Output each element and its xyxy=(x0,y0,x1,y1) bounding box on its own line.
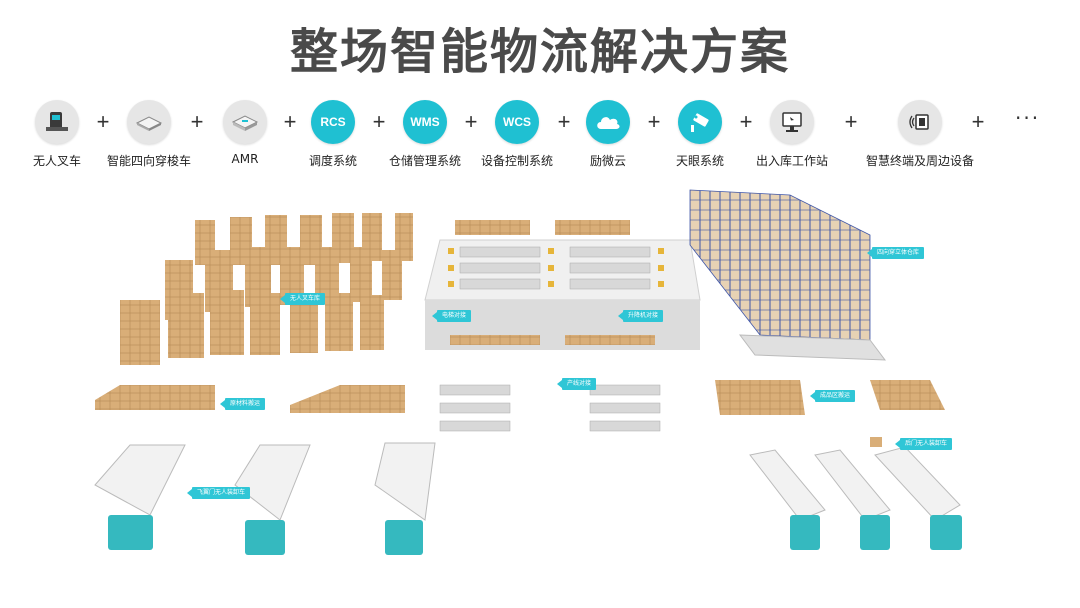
label-elevator-dock: 电梯对接 xyxy=(431,310,472,322)
plus-icon: + xyxy=(372,109,386,134)
fly-wing-trucks xyxy=(94,442,436,555)
plus-icon: + xyxy=(283,109,297,134)
terminal-device-icon xyxy=(898,100,942,144)
component-camera[interactable]: 天眼系统 xyxy=(640,100,760,169)
plus-icon: + xyxy=(647,109,661,134)
shuttle-car-icon xyxy=(127,100,171,144)
forklift-icon xyxy=(35,100,79,144)
component-label: 智能四向穿梭车 xyxy=(106,154,191,168)
label-finished-goods: 成品区搬运 xyxy=(809,390,856,402)
more-indicator: ··· xyxy=(1015,106,1041,130)
component-workstation[interactable]: 出入库工作站 xyxy=(732,100,852,169)
plus-icon: + xyxy=(96,109,110,134)
component-label: 仓储管理系统 xyxy=(388,154,461,168)
component-label: AMR xyxy=(231,152,259,166)
wms-icon: WMS xyxy=(403,100,447,144)
cloud-icon xyxy=(586,100,630,144)
component-label: 设备控制系统 xyxy=(480,154,553,168)
amr-robot-icon xyxy=(223,100,267,144)
component-shuttle-car[interactable]: 智能四向穿梭车 xyxy=(89,100,209,169)
component-forklift[interactable]: 无人叉车 xyxy=(0,100,117,169)
component-label: 出入库工作站 xyxy=(755,154,828,168)
label-fly-door-truck: 飞翼门无人装卸车 xyxy=(186,487,251,499)
component-wcs[interactable]: WCS 设备控制系统 xyxy=(457,100,577,169)
component-label: 调度系统 xyxy=(308,154,357,168)
workstation-icon xyxy=(770,100,814,144)
plus-icon: + xyxy=(557,109,571,134)
rear-door-trucks xyxy=(749,437,962,550)
plus-icon: + xyxy=(464,109,478,134)
rcs-icon: RCS xyxy=(311,100,355,144)
component-label: 无人叉车 xyxy=(32,154,81,168)
material-zone xyxy=(95,380,945,432)
component-wms[interactable]: WMS 仓储管理系统 xyxy=(365,100,485,169)
label-rear-door-truck: 后门无人装卸车 xyxy=(894,438,953,450)
component-terminal[interactable]: 智慧终端及周边设备 xyxy=(860,100,980,169)
plus-icon: + xyxy=(190,109,204,134)
warehouse-scene: 无人叉车库 电梯对接 升降机对接 四向穿立体仓库 原材料搬运 产线对接 成品区搬… xyxy=(0,185,1080,604)
plus-icon: + xyxy=(739,109,753,134)
label-material-conveyor: 原材料搬运 xyxy=(219,398,266,410)
four-way-shuttle-warehouse xyxy=(689,189,887,361)
component-rcs[interactable]: RCS 调度系统 xyxy=(273,100,393,169)
plus-icon: + xyxy=(971,109,985,134)
wcs-icon: WCS xyxy=(495,100,539,144)
warehouse-illustration xyxy=(94,189,962,555)
camera-icon xyxy=(678,100,722,144)
label-four-way-warehouse: 四向穿立体仓库 xyxy=(866,247,925,259)
page-title: 整场智能物流解决方案 xyxy=(289,24,790,80)
plus-icon: + xyxy=(844,109,858,134)
forklift-storage-racks xyxy=(120,213,413,365)
component-amr[interactable]: AMR xyxy=(185,100,305,166)
production-platform xyxy=(424,220,701,350)
component-cloud[interactable]: 励微云 xyxy=(548,100,668,169)
label-line-dock: 产线对接 xyxy=(556,378,597,390)
label-forklift-zone: 无人叉车库 xyxy=(279,293,326,305)
component-label: 励微云 xyxy=(589,154,626,168)
component-label: 智慧终端及周边设备 xyxy=(865,154,974,168)
component-bar: 无人叉车 + 智能四向穿梭车 + AMR + RCS 调度系统 + WMS 仓储… xyxy=(0,100,1080,180)
label-lift-dock: 升降机对接 xyxy=(617,310,664,322)
component-label: 天眼系统 xyxy=(675,154,724,168)
